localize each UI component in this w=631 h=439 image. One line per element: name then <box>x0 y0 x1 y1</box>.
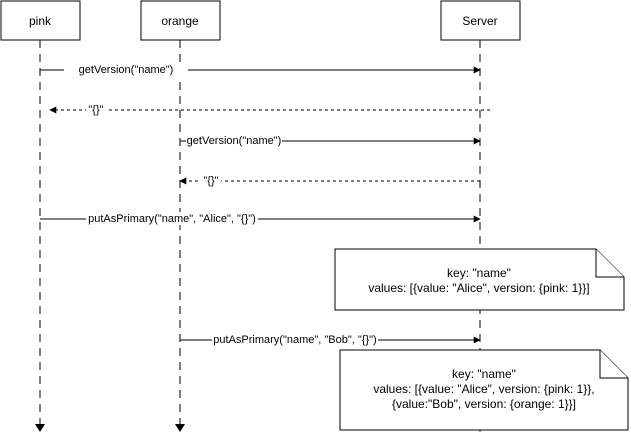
message-3[interactable]: getVersion("name") <box>180 134 481 147</box>
message-1[interactable]: getVersion("name") <box>40 63 481 76</box>
note-1-line-2: values: [{value: "Alice", version: {pink… <box>368 281 589 295</box>
participant-orange-label: orange <box>161 14 199 28</box>
message-1-label: getVersion("name") <box>79 64 174 76</box>
message-2-label: "{}" <box>88 104 103 116</box>
note-2: key: "name" values: [{value: "Alice", ve… <box>339 349 629 431</box>
note-2-line-2: values: [{value: "Alice", version: {pink… <box>373 382 594 396</box>
message-5[interactable]: putAsPrimary("name", "Alice", "{}") <box>40 212 481 225</box>
note-2-line-1: key: "name" <box>452 367 516 381</box>
note-1-line-1: key: "name" <box>447 266 511 280</box>
participant-pink-label: pink <box>29 14 52 28</box>
note-2-line-3: {value:"Bob", version: {orange: 1}}] <box>392 397 576 411</box>
message-5-label: putAsPrimary("name", "Alice", "{}") <box>88 213 256 225</box>
message-6[interactable]: putAsPrimary("name", "Bob", "{}") <box>180 333 481 346</box>
participant-pink[interactable]: pink <box>0 0 81 41</box>
lifeline-end-orange <box>175 424 185 432</box>
participant-server-label: Server <box>462 14 497 28</box>
lifeline-end-pink <box>35 424 45 432</box>
message-4-label: "{}" <box>203 175 218 187</box>
message-2[interactable]: "{}" <box>49 103 490 116</box>
participant-server[interactable]: Server <box>440 0 521 41</box>
message-3-label: getVersion("name") <box>187 135 282 147</box>
message-4[interactable]: "{}" <box>179 174 480 187</box>
message-6-label: putAsPrimary("name", "Bob", "{}") <box>213 334 376 346</box>
note-1: key: "name" values: [{value: "Alice", ve… <box>334 248 625 311</box>
participant-orange[interactable]: orange <box>140 0 221 41</box>
